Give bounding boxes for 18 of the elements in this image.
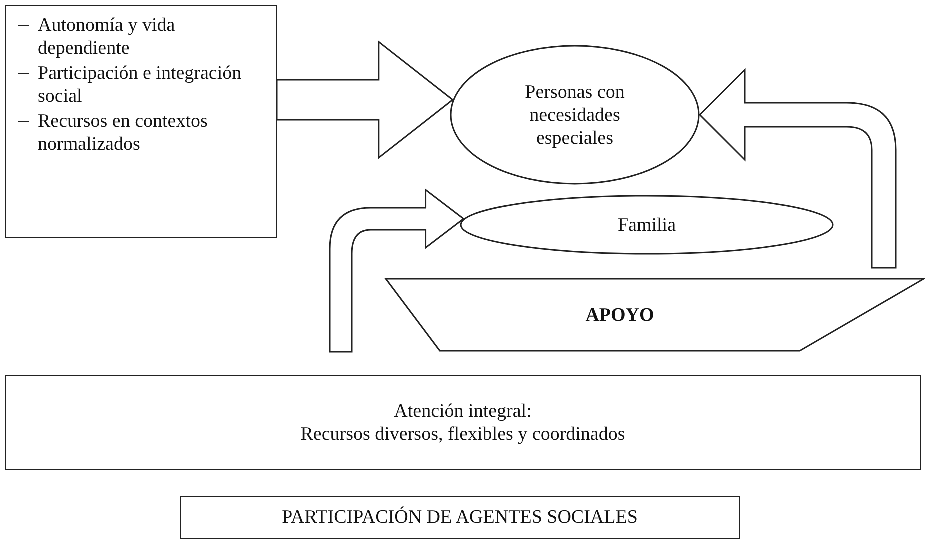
- block-arrow: [276, 40, 454, 160]
- node-label: APOYO: [586, 304, 654, 326]
- list-item: Autonomía y vida dependiente: [38, 14, 176, 60]
- node-label: Recursos diversos, flexibles y coordinados: [300, 422, 626, 446]
- node-heading: Atención integral:: [394, 400, 532, 422]
- text-box: [180, 496, 740, 539]
- ellipse-node: [460, 195, 834, 255]
- list-item: Participación e integración social: [38, 62, 243, 108]
- block-arrow: [329, 189, 465, 353]
- node-label: Familia: [618, 214, 676, 236]
- block-arrow: [699, 69, 897, 269]
- ellipse-node: [450, 45, 700, 185]
- text-box: [5, 375, 921, 470]
- trapezoid-node: [385, 278, 925, 352]
- node-label: Personas con necesidades especiales: [524, 80, 626, 150]
- node-label: PARTICIPACIÓN DE AGENTES SOCIALES: [282, 506, 638, 529]
- list-item: Recursos en contextos normalizados: [38, 110, 209, 156]
- text-box: [5, 5, 277, 238]
